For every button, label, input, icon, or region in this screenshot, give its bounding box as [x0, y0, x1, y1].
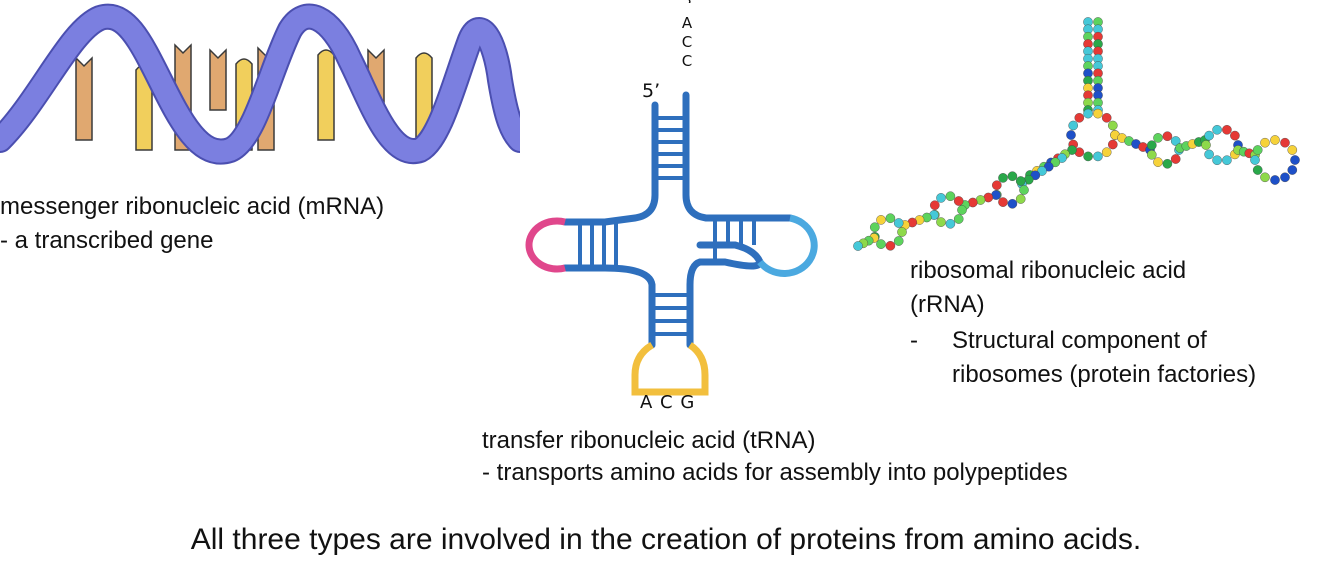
rrna-nucleotide — [1204, 130, 1214, 141]
rrna-nucleotide — [876, 239, 886, 249]
rrna-illustration — [853, 17, 1300, 251]
rrna-nucleotide — [893, 236, 904, 246]
mrna-description: - a transcribed gene — [0, 227, 214, 254]
trna-anticodon-loop — [631, 341, 709, 396]
rrna-nucleotide — [869, 222, 880, 232]
rrna-description-cont: ribosomes (protein factories) — [952, 361, 1257, 388]
rrna-nucleotide — [957, 205, 967, 215]
rrna-nucleotide — [1153, 157, 1163, 167]
rrna-nucleotide — [1270, 135, 1280, 145]
rrna-nucleotide — [1153, 133, 1163, 143]
trna-description: - transports amino acids for assembly in… — [482, 459, 1068, 486]
trna-letter: 3 — [682, 0, 692, 3]
rrna-nucleotide — [1066, 130, 1076, 140]
rrna-nucleotide — [1093, 108, 1103, 119]
rrna-bullet: - — [910, 327, 918, 354]
trna-letter: C — [681, 52, 693, 70]
rrna-nucleotide — [1162, 131, 1173, 141]
rrna-nucleotide — [1146, 149, 1157, 160]
rrna-nucleotide — [1107, 139, 1118, 150]
rrna-nucleotide — [1007, 171, 1018, 181]
rrna-nucleotide — [1212, 155, 1222, 165]
rrna-nucleotide — [1074, 113, 1085, 123]
rrna-nucleotide — [1068, 120, 1078, 131]
rrna-nucleotide — [1015, 194, 1026, 204]
trna-title: transfer ribonucleic acid (tRNA) — [482, 427, 816, 454]
trna-five-prime-label: 5’ — [642, 80, 661, 102]
rrna-nucleotide — [876, 215, 886, 225]
rrna-nucleotide — [1083, 151, 1093, 162]
rrna-nucleotide — [945, 191, 956, 201]
rrna-nucleotide — [1201, 140, 1211, 150]
rrna-nucleotide — [1162, 158, 1173, 169]
rrna-nucleotide — [1280, 172, 1290, 183]
mrna-base — [209, 48, 227, 111]
mrna-illustration — [0, 3, 520, 165]
rrna-nucleotide — [1007, 198, 1018, 209]
rrna-nucleotide — [998, 173, 1008, 183]
trna-letter: C — [681, 33, 693, 51]
rrna-nucleotide — [1101, 113, 1112, 123]
rrna-nucleotide — [1290, 155, 1300, 165]
rrna-nucleotide — [897, 227, 907, 237]
rrna-title: ribosomal ribonucleic acid — [910, 257, 1187, 284]
rrna-nucleotide — [1107, 120, 1118, 131]
mrna-base — [317, 49, 335, 141]
mrna-base — [75, 56, 93, 141]
rrna-nucleotide — [1015, 176, 1026, 186]
rrna-nucleotide — [1252, 145, 1263, 155]
rrna-nucleotide — [991, 180, 1002, 190]
rrna-nucleotide — [930, 200, 940, 210]
rrna-nucleotide — [1101, 147, 1112, 157]
rrna-nucleotide — [1019, 185, 1029, 195]
rrna-nucleotide — [1252, 165, 1263, 175]
trna-anticodon: A C G — [640, 392, 696, 413]
rrna-nucleotide — [1204, 149, 1214, 160]
trna-illustration — [525, 91, 818, 396]
rrna-nucleotide — [1270, 175, 1280, 185]
rrna-nucleotide — [1170, 154, 1181, 164]
rrna-nucleotide — [953, 214, 964, 224]
caption: All three types are involved in the crea… — [190, 523, 1142, 556]
rrna-nucleotide — [1260, 172, 1270, 183]
rrna-nucleotide — [1067, 145, 1077, 155]
rrna-nucleotide — [893, 218, 904, 228]
rrna-nucleotide — [1222, 155, 1232, 165]
rrna-nucleotide — [1212, 125, 1222, 135]
rrna-nucleotide — [885, 240, 896, 251]
rrna-nucleotide — [953, 196, 964, 206]
rrna-nucleotide — [885, 213, 896, 223]
trna-acceptor-stem — [601, 101, 659, 226]
rrna-description: Structural component of — [952, 327, 1207, 354]
rrna-nucleotide — [1250, 155, 1260, 165]
rrna-nucleotide — [936, 193, 946, 203]
rrna-nucleotide — [1280, 137, 1290, 148]
mrna-title: messenger ribonucleic acid (mRNA) — [0, 193, 385, 220]
trna-acceptor-sequence: 3 A C C — [680, 0, 694, 69]
rrna-nucleotide — [1093, 151, 1103, 162]
rrna-nucleotide — [1260, 137, 1270, 148]
trna-d-loop — [525, 217, 566, 273]
rrna-nucleotide — [1230, 130, 1240, 141]
rrna-nucleotide — [1222, 125, 1232, 135]
rrna-nucleotide — [1083, 108, 1093, 119]
rrna-nucleotide — [1287, 165, 1298, 175]
rrna-title-abbrev: (rRNA) — [910, 291, 985, 318]
rrna-nucleotide — [1146, 140, 1157, 150]
trna-t-loop — [757, 214, 818, 277]
rrna-nucleotide — [1287, 145, 1298, 155]
rrna-nucleotide — [936, 217, 946, 227]
rrna-nucleotide — [998, 197, 1008, 207]
rrna-nucleotide — [1170, 136, 1181, 146]
rrna-nucleotide — [853, 241, 863, 251]
trna-letter: A — [681, 14, 693, 32]
rrna-nucleotide — [945, 218, 956, 229]
